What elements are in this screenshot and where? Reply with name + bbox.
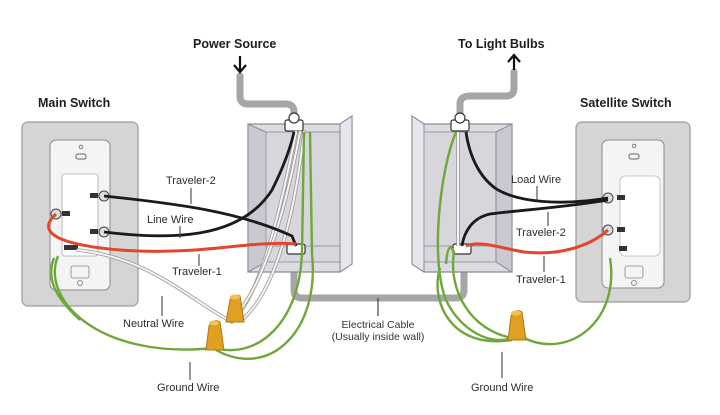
main-ground-wire-label: Ground Wire: [157, 382, 220, 394]
cable-clamp-top-right: [450, 112, 470, 132]
load-wire-satellite: [464, 131, 609, 204]
arrow-up-icon: [507, 53, 521, 70]
wire-nut-neutral: [225, 294, 245, 323]
ground-wire-main: [49, 131, 315, 361]
electrical-cable-label: Electrical Cable (Usually inside wall): [318, 319, 438, 343]
traveler-1-main: [47, 212, 297, 253]
power-source-label: Power Source: [193, 37, 277, 51]
electrical-cable-label-line2: (Usually inside wall): [331, 331, 425, 343]
conduit-power-source: [236, 72, 298, 126]
main-switch-title: Main Switch: [38, 96, 111, 110]
traveler-1-satellite: [465, 228, 609, 255]
sat-traveler-2-label: Traveler-2: [516, 227, 566, 239]
main-switch: [21, 121, 139, 307]
cable-clamp-top-left: [284, 112, 304, 132]
wire-nut-ground-satellite: [507, 310, 527, 341]
leader-lines: [161, 186, 549, 380]
line-wire-main: [103, 131, 296, 238]
conduit-to-light-bulbs: [456, 68, 518, 126]
traveler-2-satellite: [460, 198, 609, 247]
sat-ground-wire-label: Ground Wire: [471, 382, 534, 394]
main-traveler-2-label: Traveler-2: [166, 175, 216, 187]
main-traveler-1-label: Traveler-1: [172, 266, 222, 278]
main-line-wire-label: Line Wire: [147, 214, 194, 226]
satellite-switch: [575, 121, 691, 303]
wire-nut-ground-main: [205, 320, 225, 351]
to-light-bulbs-label: To Light Bulbs: [458, 37, 545, 51]
ground-wire-satellite: [436, 131, 613, 346]
satellite-switch-title: Satellite Switch: [580, 96, 672, 110]
traveler-2-main: [103, 194, 298, 247]
arrow-down-icon: [233, 56, 247, 74]
main-neutral-wire-label: Neutral Wire: [123, 318, 185, 330]
electrical-cable-label-line1: Electrical Cable: [341, 319, 415, 331]
sat-traveler-1-label: Traveler-1: [516, 274, 566, 286]
sat-load-wire-label: Load Wire: [511, 174, 562, 186]
